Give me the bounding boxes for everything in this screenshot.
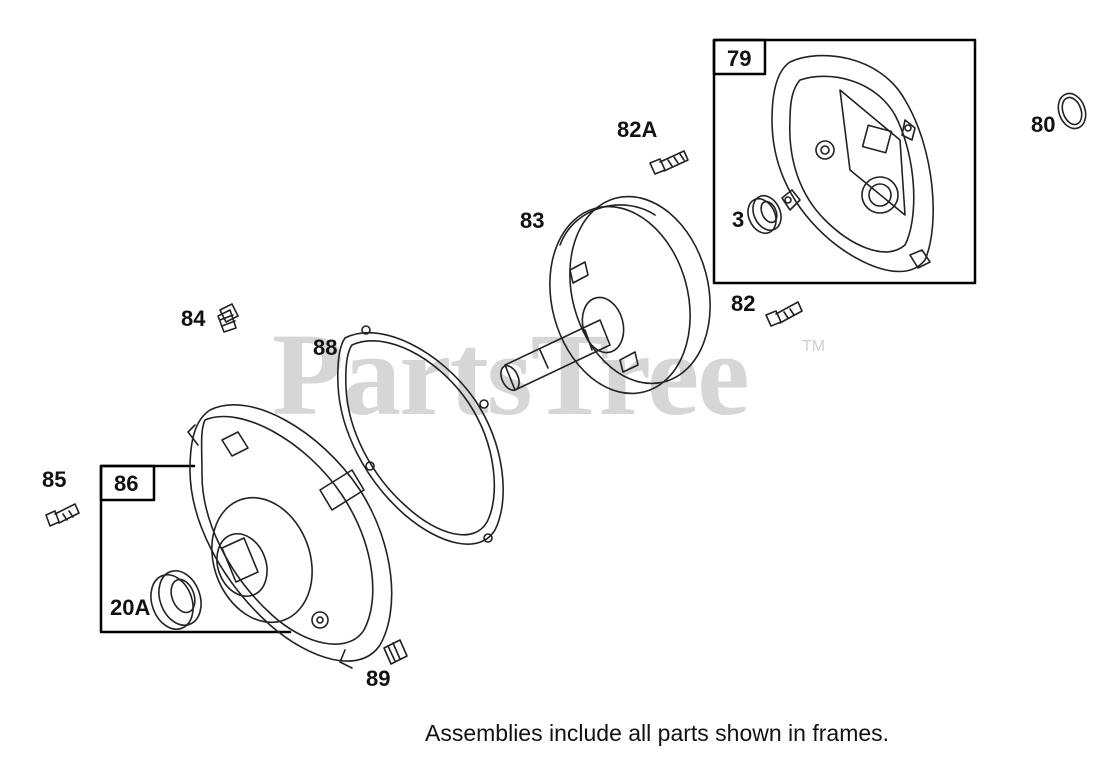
callout-82a: 82A [617, 117, 658, 142]
callout-89: 89 [366, 666, 391, 691]
part-88-gasket [337, 325, 504, 545]
part-3-seal [747, 194, 782, 235]
part-84-plug [217, 303, 239, 333]
part-79-housing-cover [771, 54, 934, 273]
part-82-bolt [765, 301, 803, 327]
part-80-ring [1057, 92, 1087, 130]
part-20a-seal [150, 570, 202, 630]
part-82a-bolt [649, 150, 689, 175]
callout-83: 83 [520, 208, 545, 233]
watermark-trademark: TM [802, 338, 826, 355]
frame-79-tab [712, 38, 767, 76]
part-86-housing [187, 404, 393, 669]
callout-3: 3 [732, 207, 745, 232]
callout-80: 80 [1031, 112, 1056, 137]
callout-88: 88 [313, 335, 338, 360]
frame-79-box [712, 38, 977, 285]
part-85-bolt [45, 503, 80, 527]
frame-86-tab [99, 464, 156, 502]
callout-82: 82 [731, 291, 756, 316]
part-89-setscrew [383, 639, 408, 665]
callout-85: 85 [42, 467, 67, 492]
callout-20a: 20A [110, 595, 151, 620]
callout-84: 84 [181, 306, 206, 331]
frame-79-label: 79 [727, 46, 752, 71]
assemblies-note: Assemblies include all parts shown in fr… [425, 720, 890, 746]
part-83-drum-shaft [500, 195, 711, 395]
frame-86-label: 86 [114, 471, 139, 496]
